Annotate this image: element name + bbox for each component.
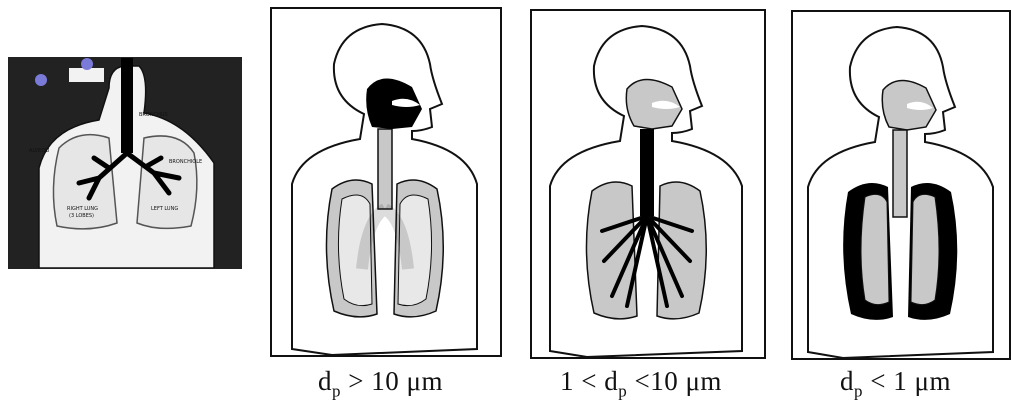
label-bronchiole: BRONCHIOLE — [169, 159, 202, 165]
caption-large-particles: dp > 10 μm — [318, 366, 443, 401]
caption-text: > 10 μm — [341, 366, 443, 396]
caption-text: 1 < d — [560, 366, 618, 396]
deposition-panel-large — [270, 7, 502, 357]
particle-icon — [81, 58, 93, 70]
caption-text: < 1 μm — [863, 366, 951, 396]
caption-text: d — [840, 366, 854, 396]
caption-subscript: p — [618, 381, 627, 400]
label-left-lung: LEFT LUNG — [151, 206, 178, 212]
label-right-lung-lobes: (3 LOBES) — [69, 213, 94, 219]
silhouette-large — [272, 9, 500, 355]
caption-medium-particles: 1 < dp <10 μm — [560, 366, 722, 401]
caption-text: d — [318, 366, 332, 396]
caption-subscript: p — [332, 381, 341, 400]
caption-text: <10 μm — [627, 366, 722, 396]
anatomy-diagram: ALVEOLI BRONCHUS BRONCHIOLE RIGHT LUNG (… — [9, 58, 241, 268]
deposition-panel-medium — [530, 9, 766, 359]
label-right-lung: RIGHT LUNG — [67, 206, 98, 212]
respiratory-anatomy-reference: ALVEOLI BRONCHUS BRONCHIOLE RIGHT LUNG (… — [8, 57, 242, 269]
silhouette-small — [793, 12, 1009, 358]
deposition-zone-trachea — [640, 129, 654, 216]
silhouette-medium — [532, 11, 764, 357]
particle-icon — [35, 74, 47, 86]
label-alveoli: ALVEOLI — [29, 148, 49, 154]
caption-subscript: p — [854, 381, 863, 400]
label-bronchus: BRONCHUS — [139, 112, 168, 118]
caption-small-particles: dp < 1 μm — [840, 366, 951, 401]
deposition-panel-small — [791, 10, 1011, 360]
